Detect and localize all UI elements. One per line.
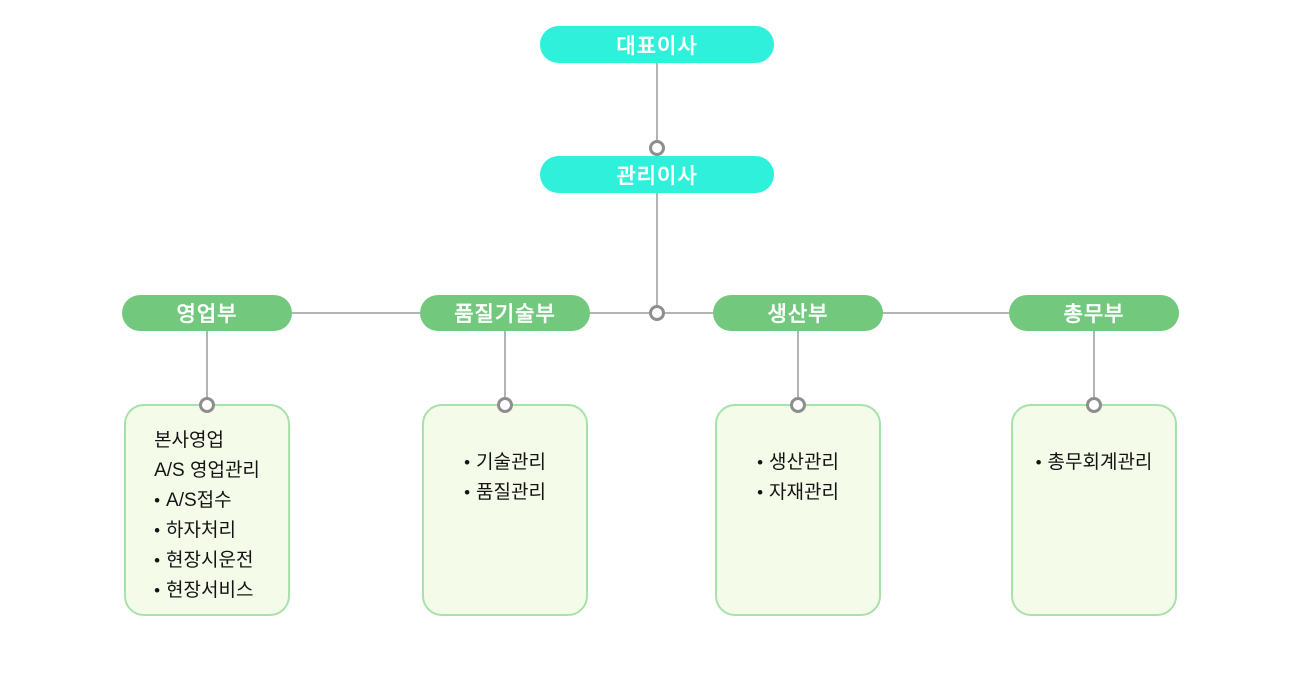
bullet-icon: •: [154, 521, 161, 540]
department-pill: 품질기술부: [420, 295, 590, 331]
managing-director-node: 관리이사: [540, 156, 774, 193]
dept-duty-text: 생산관리: [769, 452, 839, 473]
dept-duty-item: • A/S접수: [154, 486, 260, 516]
dept-duty-text: 하자처리: [166, 520, 236, 541]
connector-dept-3: [797, 331, 799, 405]
dept-duty-item: • 총무회계관리: [1036, 448, 1153, 478]
dept-duty-item: • 품질관리: [464, 478, 546, 508]
connector-dept-2: [504, 331, 506, 405]
department-duty-list: • 총무회계관리: [1036, 406, 1153, 478]
bullet-icon: •: [154, 581, 161, 600]
bullet-icon: •: [154, 551, 161, 570]
dept-duty-text: 본사영업: [154, 430, 224, 451]
dept-duty-text: 현장시운전: [166, 550, 254, 571]
dept-duty-text: 품질관리: [476, 482, 546, 503]
department-duty-list: • 기술관리 • 품질관리: [464, 406, 546, 508]
department-pill: 생산부: [713, 295, 883, 331]
dept-duty-item: • 하자처리: [154, 516, 260, 546]
dept-duty-item: A/S 영업관리: [154, 456, 260, 486]
connector-root-to-manager: [656, 63, 658, 156]
bullet-icon: •: [757, 483, 764, 502]
department-duty-list: • 생산관리 • 자재관리: [757, 406, 839, 508]
ring-node-icon: [649, 305, 665, 321]
dept-duty-item: • 현장시운전: [154, 546, 260, 576]
dept-duty-item: • 생산관리: [757, 448, 839, 478]
bullet-icon: •: [464, 453, 471, 472]
connector-dept-1: [206, 331, 208, 405]
dept-duty-text: 현장서비스: [166, 580, 254, 601]
ring-node-icon: [790, 397, 806, 413]
department-pill: 총무부: [1009, 295, 1179, 331]
department-pill: 영업부: [122, 295, 292, 331]
ring-node-icon: [649, 140, 665, 156]
dept-duty-text: 총무회계관리: [1047, 452, 1153, 473]
connector-manager-to-bus: [656, 193, 658, 314]
dept-duty-text: 기술관리: [476, 452, 546, 473]
department-box: • 총무회계관리: [1011, 404, 1177, 616]
ceo-node: 대표이사: [540, 26, 774, 63]
dept-duty-text: A/S접수: [166, 490, 232, 511]
department-box: • 기술관리 • 품질관리: [422, 404, 588, 616]
ring-node-icon: [1086, 397, 1102, 413]
department-box: • 생산관리 • 자재관리: [715, 404, 881, 616]
dept-duty-item: • 자재관리: [757, 478, 839, 508]
dept-duty-item: 본사영업: [154, 426, 260, 456]
department-box: 본사영업 A/S 영업관리 • A/S접수 • 하자처리 • 현장시운전 • 현장서비스: [124, 404, 290, 616]
dept-duty-item: • 현장서비스: [154, 576, 260, 606]
bullet-icon: •: [154, 491, 161, 510]
dept-duty-text: A/S 영업관리: [154, 460, 260, 481]
dept-duty-item: • 기술관리: [464, 448, 546, 478]
ring-node-icon: [199, 397, 215, 413]
ring-node-icon: [497, 397, 513, 413]
bullet-icon: •: [464, 483, 471, 502]
connector-dept-4: [1093, 331, 1095, 405]
department-duty-list: 본사영업 A/S 영업관리 • A/S접수 • 하자처리 • 현장시운전 • 현장서비스: [154, 406, 260, 606]
dept-duty-text: 자재관리: [769, 482, 839, 503]
bullet-icon: •: [757, 453, 764, 472]
bullet-icon: •: [1035, 453, 1042, 472]
